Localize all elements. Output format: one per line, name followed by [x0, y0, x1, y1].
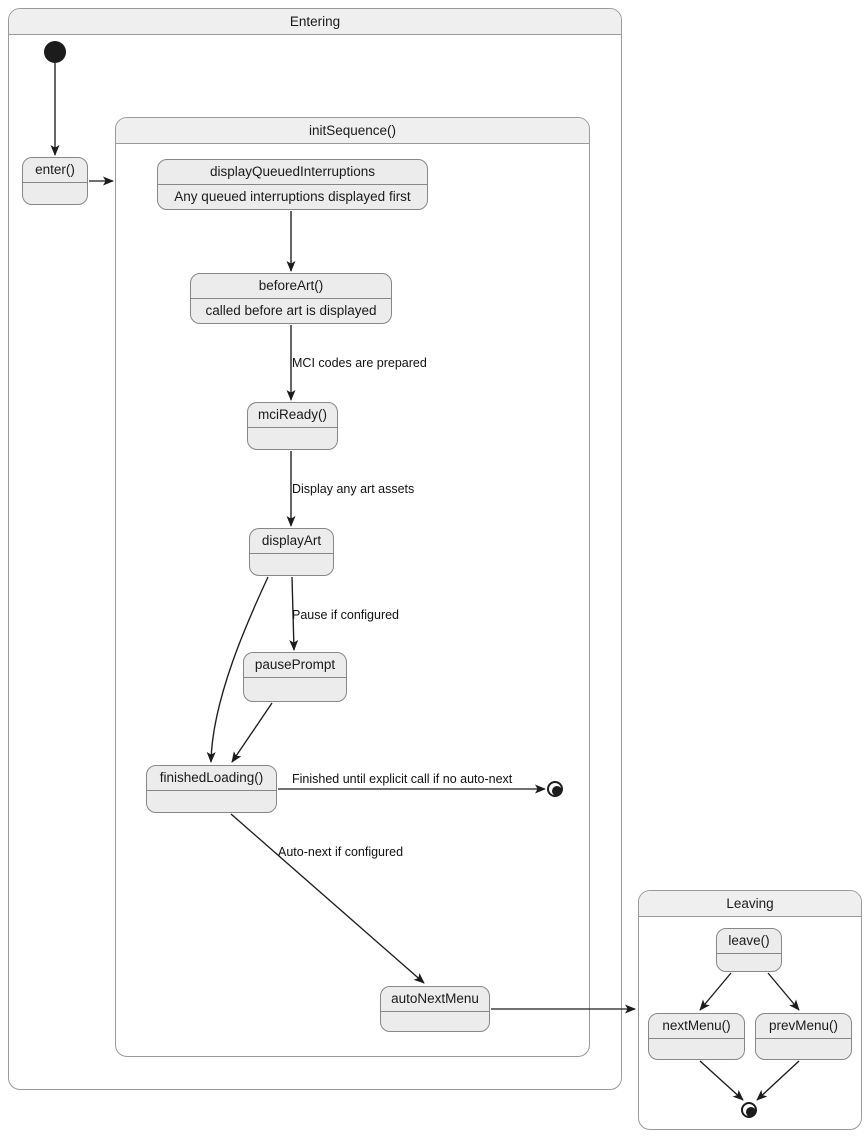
final-state-node-entering	[547, 781, 563, 797]
state-title-auto-next-menu: autoNextMenu	[381, 987, 489, 1012]
composite-state-leaving[interactable]: Leaving	[638, 890, 862, 1130]
composite-title-initsequence: initSequence()	[116, 118, 589, 144]
state-body-auto-next-menu	[381, 1012, 489, 1031]
transition-label-display-any-art-assets: Display any art assets	[292, 482, 415, 496]
state-body-before-art: called before art is displayed	[205, 303, 377, 318]
state-before-art[interactable]: beforeArt() called before art is display…	[190, 273, 392, 324]
state-display-queued-interruptions[interactable]: displayQueuedInterruptions Any queued in…	[157, 159, 428, 210]
state-finished-loading[interactable]: finishedLoading()	[146, 765, 277, 813]
state-leave[interactable]: leave()	[716, 928, 782, 972]
transition-label-pause-if-configured: Pause if configured	[292, 608, 400, 622]
state-auto-next-menu[interactable]: autoNextMenu	[380, 986, 490, 1032]
state-body-mci-ready	[248, 428, 337, 449]
state-body-prev-menu	[756, 1039, 851, 1059]
state-title-before-art: beforeArt()	[191, 274, 391, 299]
final-state-node-leaving	[741, 1102, 757, 1118]
final-state-dot	[552, 786, 562, 796]
state-body-display-art	[250, 554, 333, 575]
state-body-next-menu	[649, 1039, 744, 1059]
state-prev-menu[interactable]: prevMenu()	[755, 1013, 852, 1060]
state-body-finished-loading	[147, 791, 276, 812]
transition-label-mci-codes-prepared: MCI codes are prepared	[292, 356, 427, 370]
state-body-enter	[23, 183, 87, 204]
composite-state-initsequence[interactable]: initSequence()	[115, 117, 590, 1057]
final-state-dot	[746, 1107, 756, 1117]
state-body-display-queued-interruptions: Any queued interruptions displayed first	[174, 189, 411, 204]
state-enter[interactable]: enter()	[22, 157, 88, 205]
state-title-display-queued-interruptions: displayQueuedInterruptions	[158, 160, 427, 185]
state-body-pause-prompt	[244, 678, 346, 700]
state-body-leave	[717, 954, 781, 971]
state-title-mci-ready: mciReady()	[248, 403, 337, 428]
initial-state-node-entering	[44, 41, 66, 63]
state-title-finished-loading: finishedLoading()	[147, 766, 276, 791]
state-title-display-art: displayArt	[250, 529, 333, 554]
state-display-art[interactable]: displayArt	[249, 528, 334, 576]
state-title-enter: enter()	[23, 158, 87, 183]
transition-label-finished-until-explicit-call: Finished until explicit call if no auto-…	[292, 772, 513, 786]
state-title-next-menu: nextMenu()	[649, 1014, 744, 1039]
state-pause-prompt[interactable]: pausePrompt	[243, 652, 347, 702]
state-mci-ready[interactable]: mciReady()	[247, 402, 338, 450]
transition-label-auto-next-if-configured: Auto-next if configured	[278, 845, 404, 859]
state-title-leave: leave()	[717, 929, 781, 954]
composite-title-entering: Entering	[9, 9, 621, 35]
state-title-prev-menu: prevMenu()	[756, 1014, 851, 1039]
state-title-pause-prompt: pausePrompt	[244, 653, 346, 678]
state-next-menu[interactable]: nextMenu()	[648, 1013, 745, 1060]
composite-title-leaving: Leaving	[639, 891, 861, 917]
